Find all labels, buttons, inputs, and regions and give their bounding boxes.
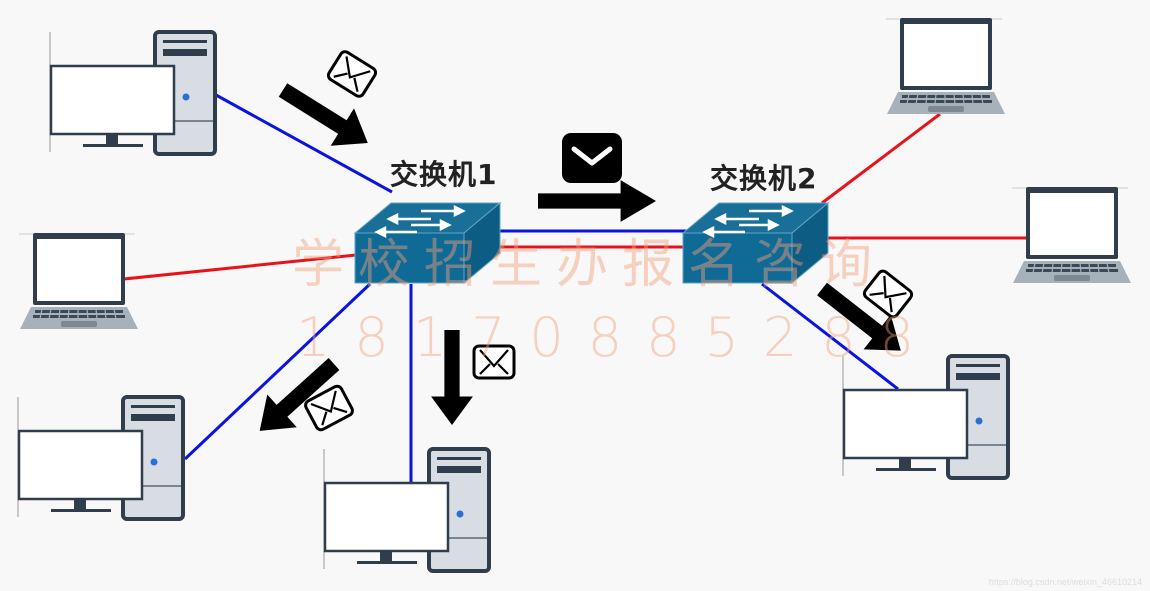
desktop-bottom-left-icon[interactable] xyxy=(16,395,185,521)
laptop-mid-left-icon[interactable] xyxy=(18,232,139,330)
switch-1-label: 交换机1 xyxy=(390,158,498,191)
cable-desktop-bottom-left xyxy=(183,282,372,461)
switch-1-icon[interactable] xyxy=(353,201,502,285)
cable-desktop-top-left xyxy=(215,93,393,194)
desktop-bottom-right-icon[interactable] xyxy=(841,354,1010,480)
arrow-to-desktop-bottom-center-icon xyxy=(431,330,473,425)
switch-2-label: 交换机2 xyxy=(710,162,818,195)
cable-laptop-top-right xyxy=(821,112,941,205)
laptop-top-right-icon[interactable] xyxy=(885,17,1006,115)
envelope-icon xyxy=(325,48,379,100)
envelope-icon xyxy=(472,344,516,380)
envelope-filled-icon xyxy=(562,133,622,183)
cable-laptop-mid-left xyxy=(123,253,357,281)
cable-desktop-bottom-right xyxy=(761,282,899,391)
source-url: https://blog.csdn.net/weixin_46610214 xyxy=(988,577,1142,587)
arrow-switch1-to-switch2-icon xyxy=(538,180,656,222)
desktop-top-left-icon[interactable] xyxy=(48,30,217,156)
switch-2-icon[interactable] xyxy=(681,201,830,285)
envelope-icon xyxy=(860,267,916,321)
desktop-bottom-center-icon[interactable] xyxy=(322,447,491,573)
laptop-mid-right-icon[interactable] xyxy=(1011,186,1132,284)
